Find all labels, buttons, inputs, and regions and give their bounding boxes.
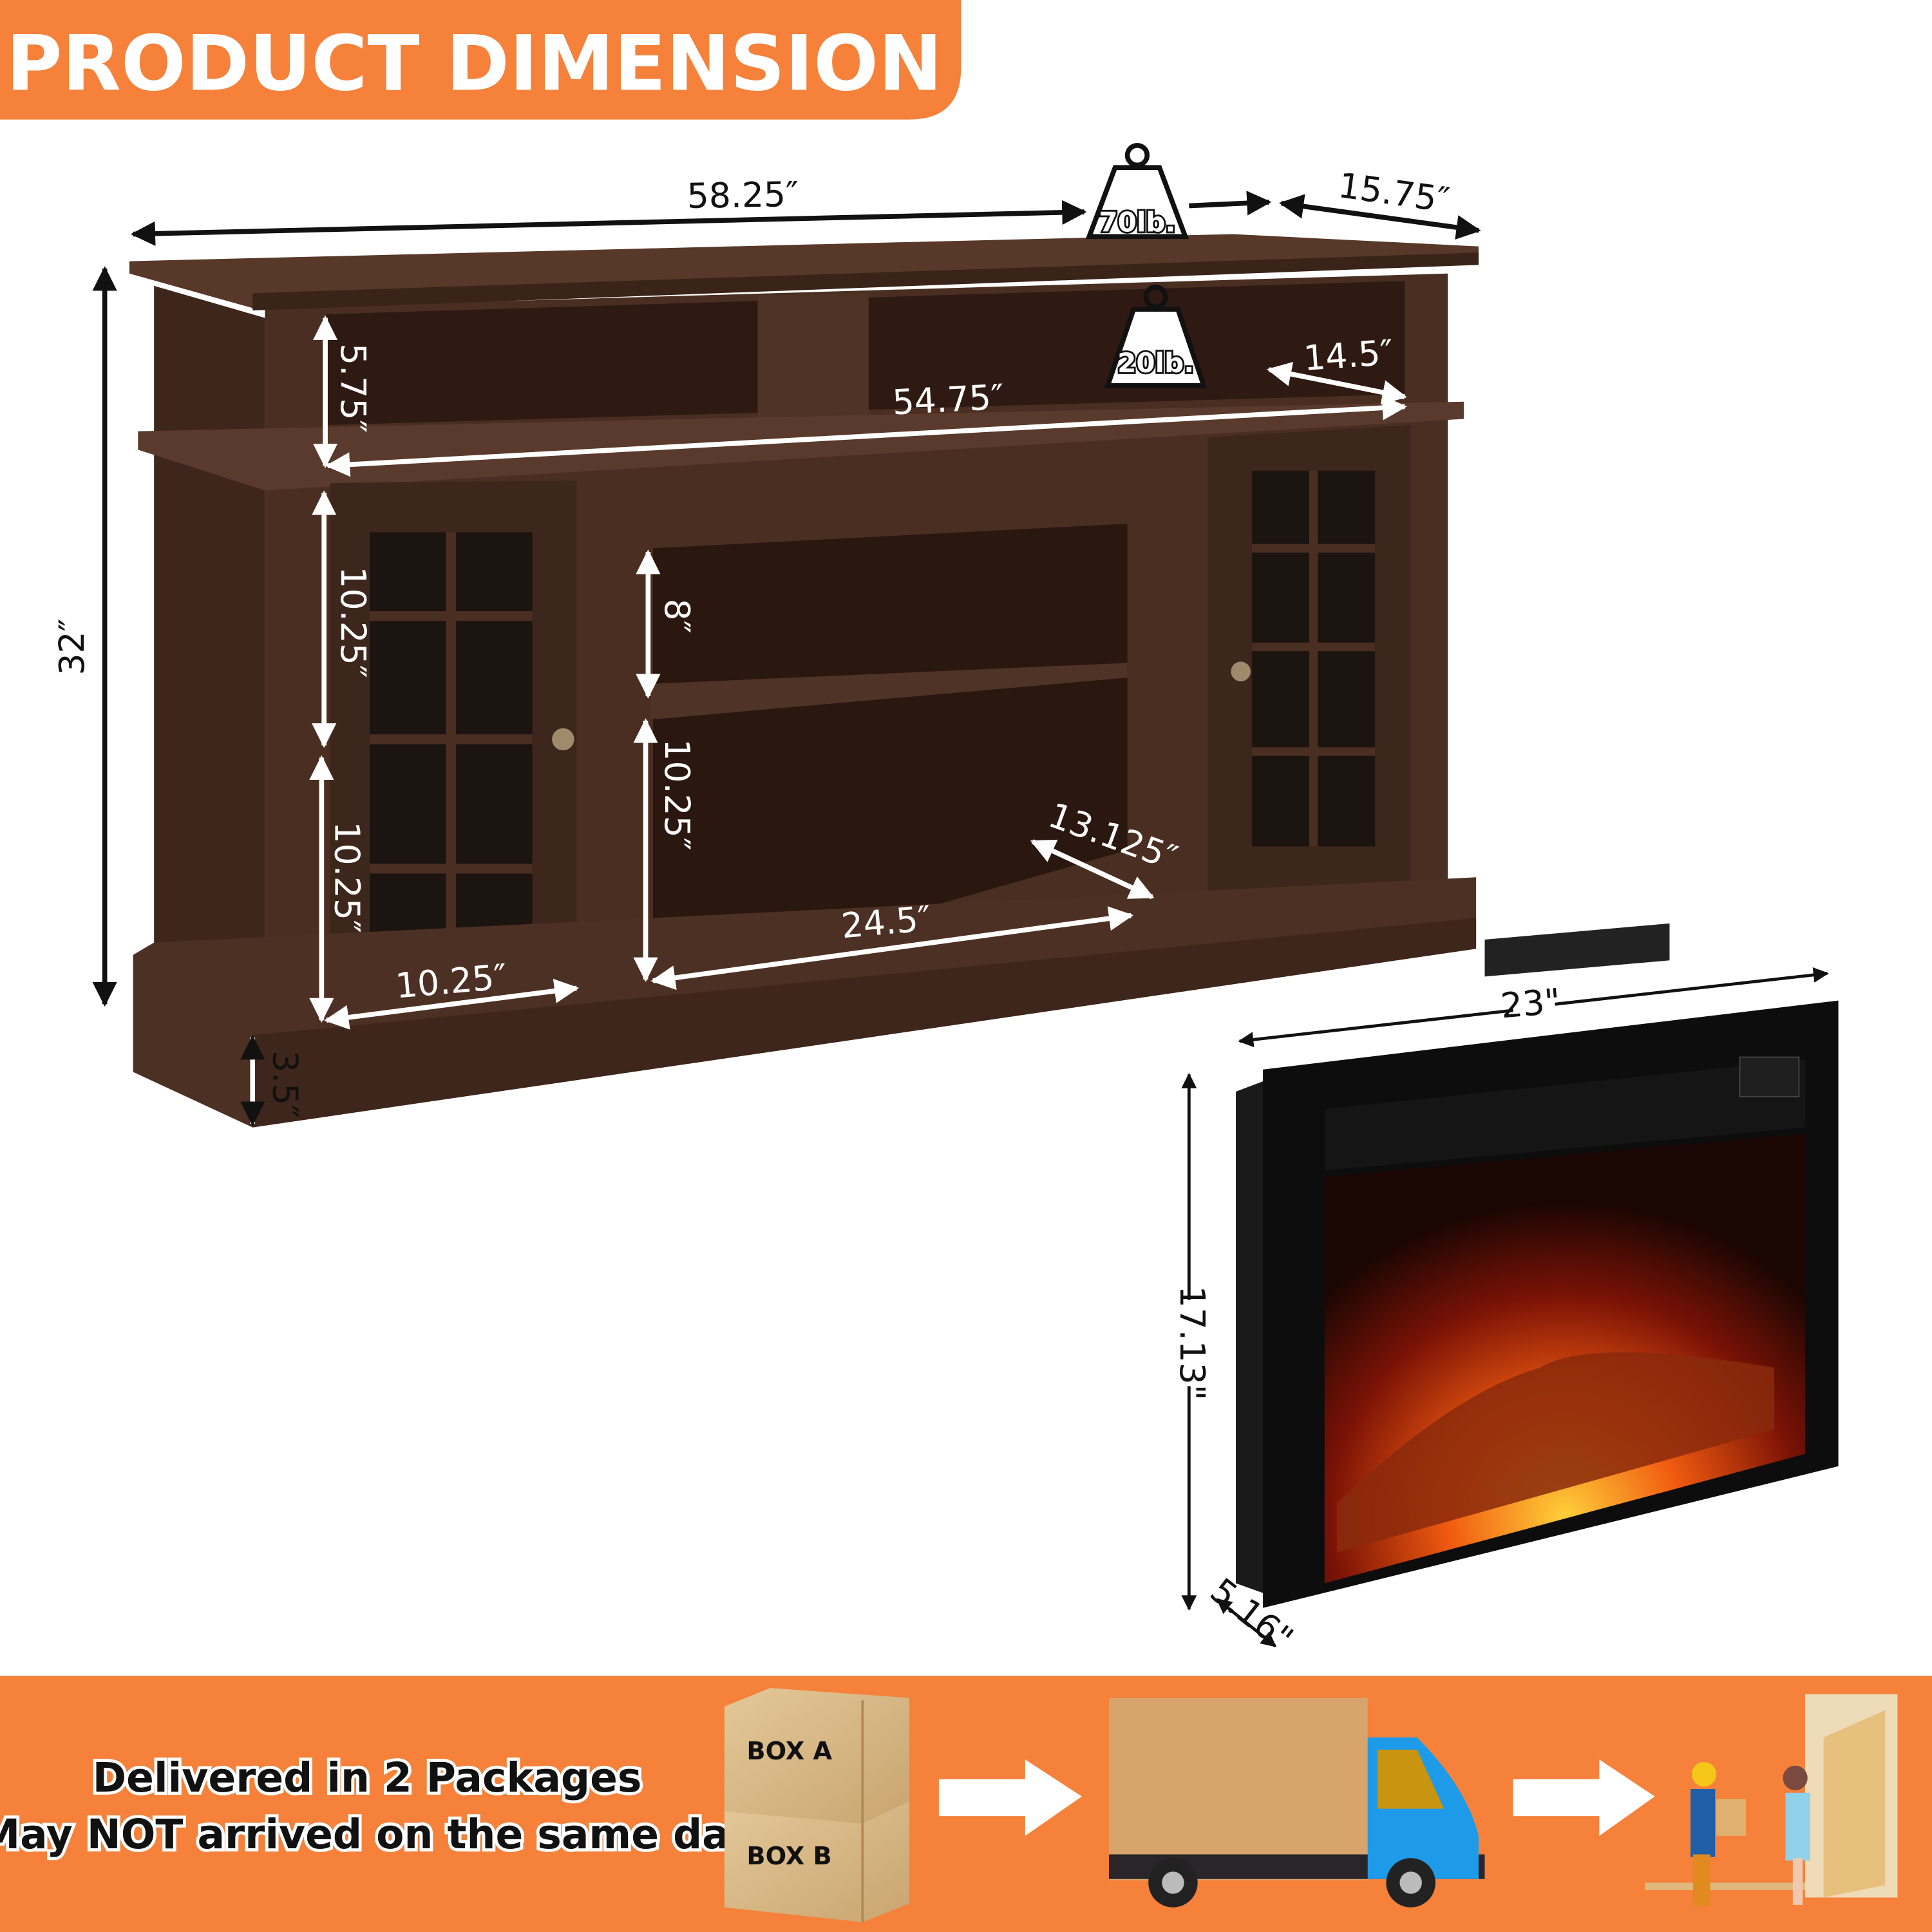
- delivery-line-1: Delivered in 2 Packages: [93, 1754, 642, 1801]
- control-panel-icon: [1739, 1056, 1800, 1097]
- weight-70lb-icon: 70lb.: [1085, 142, 1189, 240]
- delivery-line-2: May NOT arrived on the same day: [0, 1810, 755, 1858]
- svg-text:20lb.: 20lb.: [1117, 347, 1194, 379]
- fireplace-width: 23": [1499, 981, 1562, 1027]
- page-title: PRODUCT DIMENSION: [6, 19, 943, 108]
- dim-height: 32″: [52, 618, 92, 675]
- fireplace-height: 17.13": [1172, 1285, 1213, 1400]
- electric-fireplace-image: [1236, 923, 1839, 1608]
- door-knob-icon: [1231, 661, 1251, 682]
- dim-door-width: 10.25″: [393, 956, 508, 1007]
- boxes-icon: BOX A BOX B: [724, 1688, 909, 1922]
- delivery-person-icon: [1645, 1694, 1898, 1906]
- dim-center-width: 24.5″: [840, 898, 933, 946]
- dim-top-shelf-width: 54.75″: [891, 377, 1005, 423]
- fireplace-dimension-arrows: [1181, 967, 1829, 1647]
- dim-width: 58.25″: [687, 174, 799, 216]
- svg-text:70lb.: 70lb.: [1099, 207, 1175, 238]
- dim-top-shelf-height: 5.75″: [333, 343, 374, 433]
- delivery-banner: Delivered in 2 Packages May NOT arrived …: [0, 1676, 1932, 1932]
- dim-door-lower: 10.25″: [327, 822, 367, 933]
- dim-top-shelf-depth: 14.5″: [1302, 332, 1394, 379]
- box-a-label: BOX A: [746, 1737, 832, 1766]
- door-knob-icon: [552, 728, 574, 751]
- dim-base-height: 3.5″: [265, 1050, 306, 1118]
- dimension-arrows-outer: [92, 191, 1481, 1126]
- dim-door-upper: 10.25″: [333, 567, 374, 678]
- truck-icon: [1108, 1698, 1485, 1908]
- box-b-label: BOX B: [746, 1842, 831, 1871]
- header-banner: PRODUCT DIMENSION: [0, 0, 961, 120]
- dim-center-lower: 10.25″: [657, 739, 697, 850]
- arrow-right-icon: [938, 1759, 1082, 1836]
- dim-center-upper: 8″: [657, 599, 697, 634]
- dimension-arrows-inner: [309, 315, 1407, 1030]
- weight-20lb-icon: 20lb.: [1104, 284, 1208, 388]
- tv-stand-image: [129, 234, 1479, 1128]
- arrow-right-icon: [1513, 1759, 1655, 1836]
